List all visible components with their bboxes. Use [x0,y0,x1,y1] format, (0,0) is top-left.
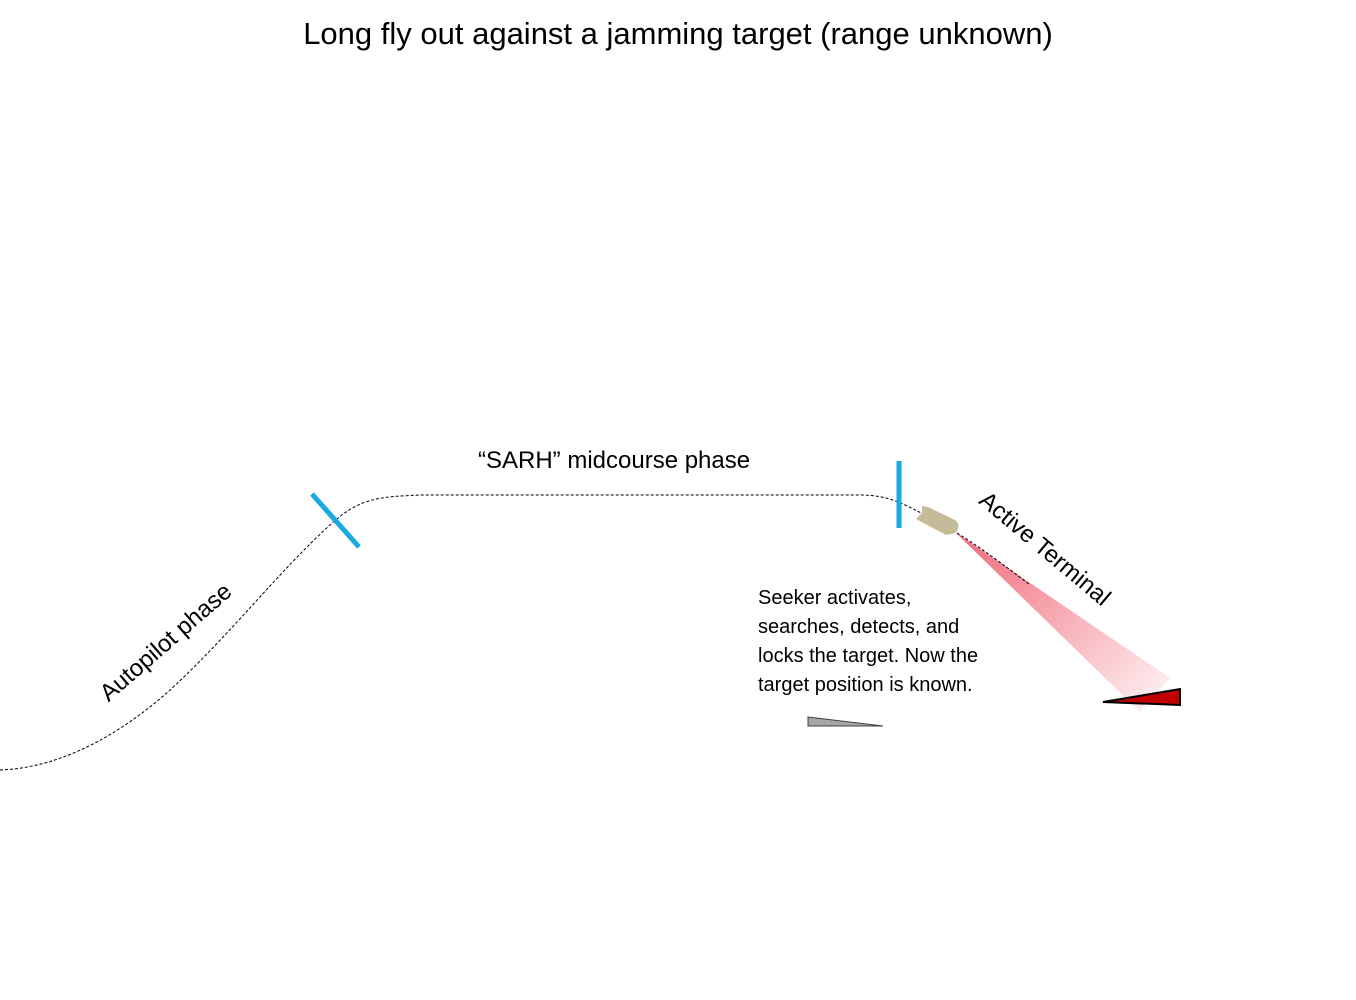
launch-aircraft-icon [807,716,884,727]
seeker-note-line: searches, detects, and [758,616,960,638]
midcourse-phase-label: “SARH” midcourse phase [478,447,751,474]
seeker-note-line: locks the target. Now the [758,645,979,667]
seeker-note: Seeker activates, searches, detects, and… [758,584,978,700]
target-aircraft-icon [1102,687,1181,707]
diagram-title: Long fly out against a jamming target (r… [303,16,1053,51]
seeker-note-line: target position is known. [758,674,973,696]
flight-path [0,494,1031,771]
seeker-beam [955,532,1170,712]
missile-icon [916,506,959,535]
autopilot-to-midcourse-marker [310,492,361,549]
seeker-note-line: Seeker activates, [758,587,912,609]
